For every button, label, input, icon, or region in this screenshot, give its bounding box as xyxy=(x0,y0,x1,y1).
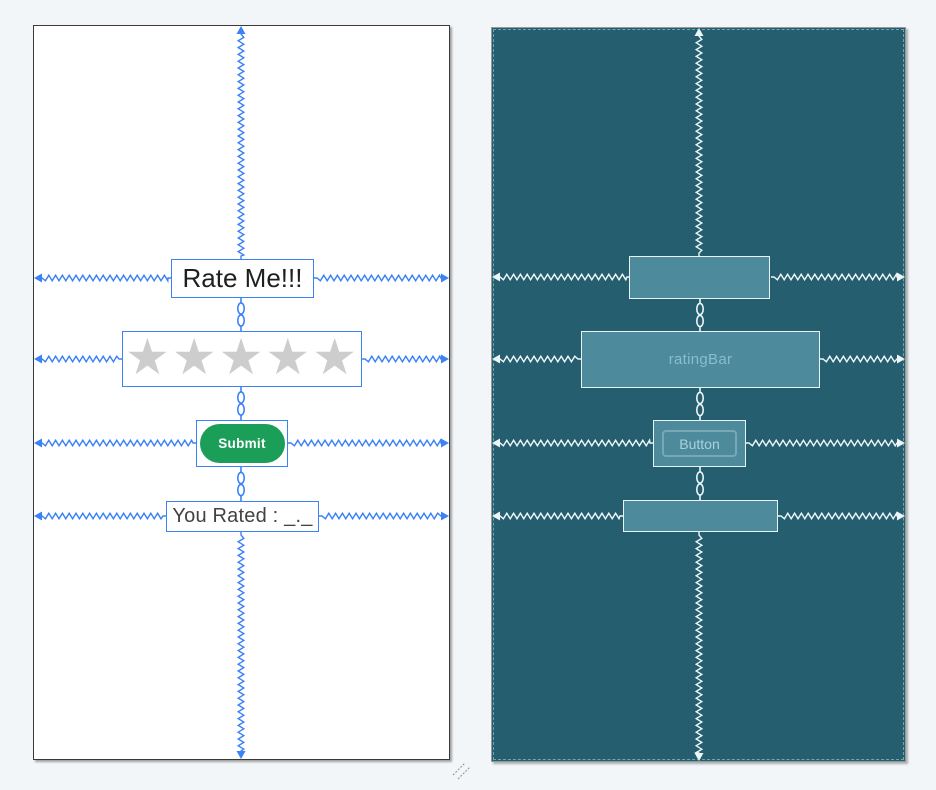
rating-bar-widget[interactable]: ★★★★★ xyxy=(122,331,362,387)
rating-stars[interactable]: ★★★★★ xyxy=(124,328,360,386)
constraint-spring-right-icon xyxy=(778,510,905,522)
you-rated-text: You Rated : _._ xyxy=(172,505,313,527)
constraint-spring-left-icon xyxy=(492,353,581,365)
constraint-spring-right-icon xyxy=(820,353,905,365)
submit-button[interactable]: Submit xyxy=(199,424,285,463)
chain-link-icon xyxy=(235,387,247,420)
constraint-spring-right-icon xyxy=(288,437,449,449)
constraint-spring-left-icon xyxy=(34,272,171,284)
constraint-spring-left-icon xyxy=(492,437,653,449)
rating-bar-id-label: ratingBar xyxy=(668,351,733,368)
blueprint-button-outline: Button xyxy=(662,430,737,457)
submit-button-label: Submit xyxy=(218,436,266,451)
chain-link-icon xyxy=(694,299,706,331)
chain-link-icon xyxy=(694,388,706,420)
blueprint-button[interactable]: Button xyxy=(653,420,746,467)
textview-you-rated[interactable]: You Rated : _._ xyxy=(166,501,319,532)
blueprint-rating-bar[interactable]: ratingBar xyxy=(581,331,820,388)
constraint-spring-bottom-icon xyxy=(693,532,705,761)
constraint-spring-left-icon xyxy=(34,437,196,449)
textview-rate-me[interactable]: Rate Me!!! xyxy=(171,259,314,298)
constraint-spring-right-icon xyxy=(314,272,449,284)
chain-link-icon xyxy=(235,467,247,501)
constraint-spring-bottom-icon xyxy=(235,532,247,759)
constraint-spring-left-icon xyxy=(492,271,630,283)
constraint-spring-left-icon xyxy=(492,510,623,522)
button-label: Button xyxy=(679,435,720,452)
constraint-spring-left-icon xyxy=(34,510,166,522)
constraint-spring-right-icon xyxy=(746,437,905,449)
rate-me-text: Rate Me!!! xyxy=(182,263,303,293)
constraint-spring-top-icon xyxy=(693,28,705,256)
constraint-spring-right-icon xyxy=(771,271,905,283)
panel-resize-handle-icon[interactable] xyxy=(450,760,474,787)
constraint-spring-top-icon xyxy=(235,26,247,259)
blueprint-textview-rate-me[interactable] xyxy=(629,256,770,299)
blueprint-surface: ratingBar Button xyxy=(491,27,906,762)
blueprint-textview-you-rated[interactable] xyxy=(623,500,778,532)
chain-link-icon xyxy=(694,467,706,500)
constraint-spring-left-icon xyxy=(34,353,122,365)
design-surface: Rate Me!!! ★★★★★ Submit You Rated : _._ xyxy=(33,25,450,760)
chain-link-icon xyxy=(235,298,247,331)
constraint-spring-right-icon xyxy=(319,510,449,522)
constraint-spring-right-icon xyxy=(362,353,449,365)
submit-button-selection[interactable]: Submit xyxy=(196,420,288,467)
